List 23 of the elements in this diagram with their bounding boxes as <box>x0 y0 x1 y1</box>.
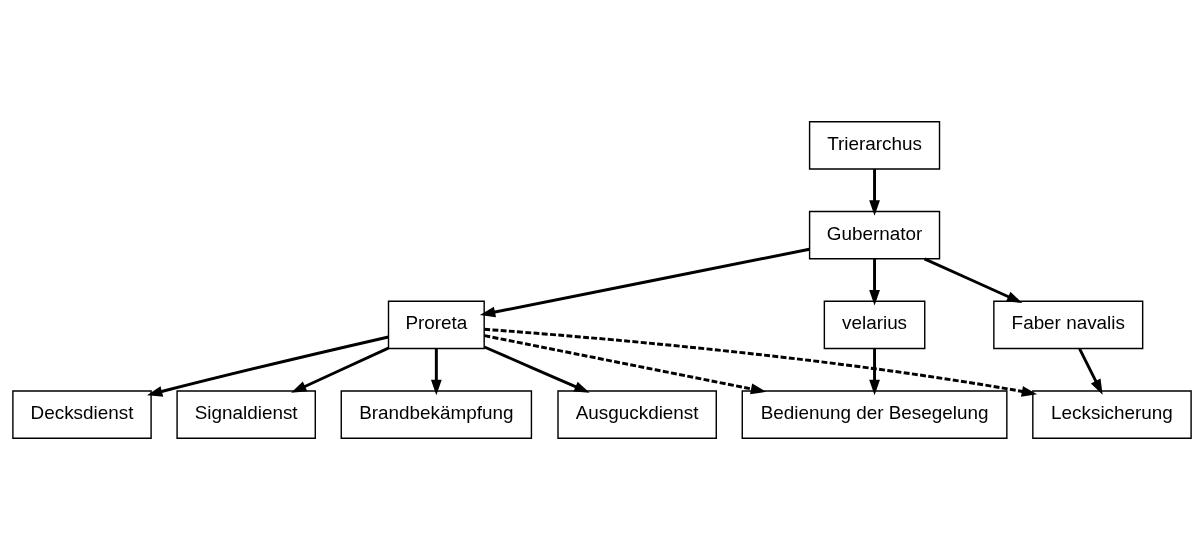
arrow <box>923 257 1023 303</box>
arrow <box>484 327 1038 397</box>
arrow <box>430 348 442 396</box>
node-box: Gubernator <box>808 210 941 260</box>
node-box: Bedienung der Besegelung <box>741 390 1008 439</box>
node-box: Signaldienst <box>176 390 316 439</box>
arrow <box>1078 347 1103 395</box>
node-box: Decksdienst <box>12 390 152 439</box>
arrow <box>869 348 880 396</box>
node-box: velarius <box>823 300 926 350</box>
arrow <box>869 258 880 306</box>
arrow <box>479 247 810 318</box>
node-box: Brandbekämpfung <box>340 390 533 439</box>
arrow <box>483 345 590 393</box>
node-box: Proreta <box>387 300 485 350</box>
node-box: Ausguckdienst <box>557 390 717 439</box>
arrow <box>147 335 389 397</box>
arrow <box>869 169 880 216</box>
arrow <box>291 346 389 393</box>
node-box: Trierarchus <box>808 121 941 170</box>
node-box: Faber navalis <box>993 300 1144 350</box>
arrow <box>484 334 767 395</box>
node-box: Lecksicherung <box>1032 390 1192 439</box>
